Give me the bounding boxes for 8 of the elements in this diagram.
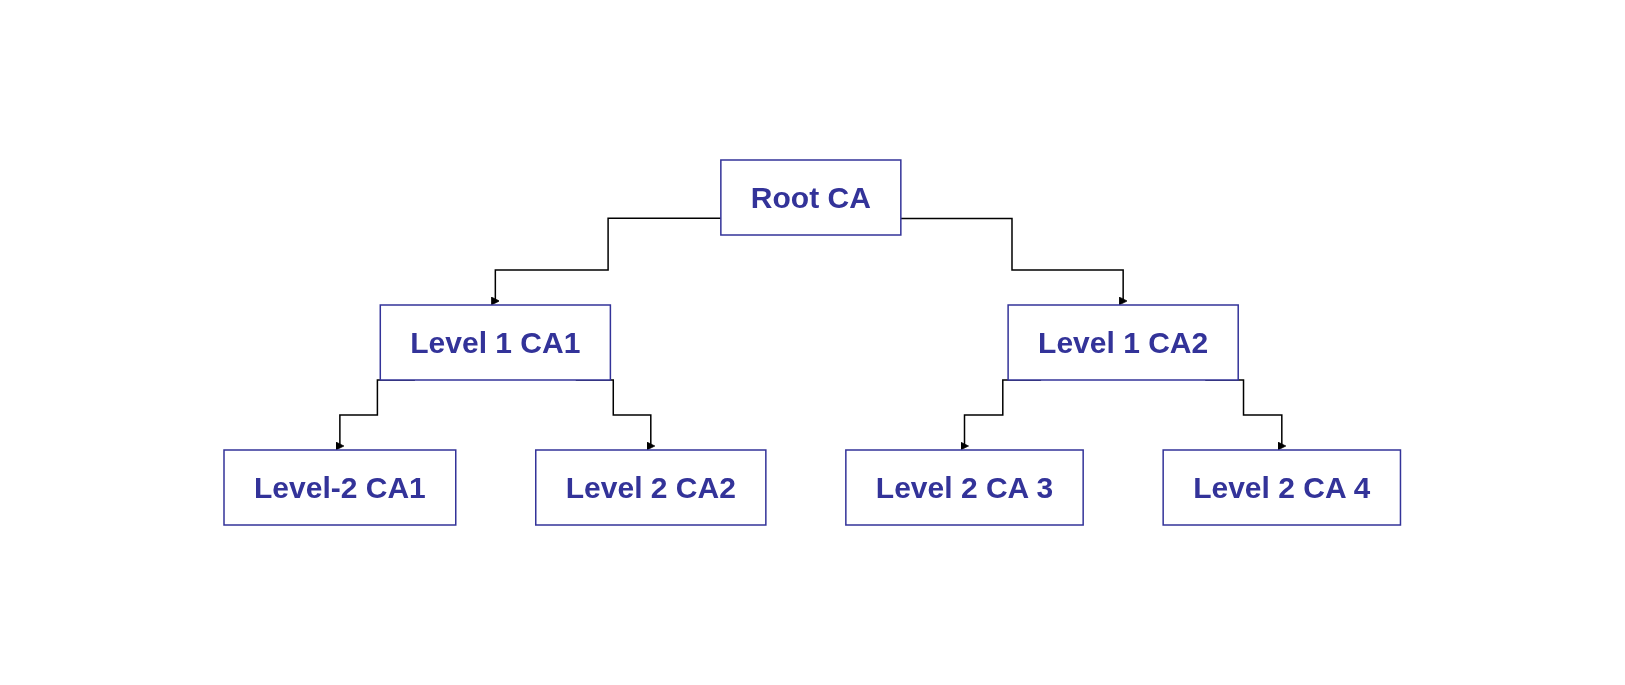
node-box: Level 1 CA1 — [379, 304, 612, 381]
node-box: Level 2 CA2 — [535, 449, 767, 526]
arrow — [491, 217, 722, 306]
node-box: Level 1 CA2 — [1007, 304, 1240, 381]
node-box: Root CA — [720, 159, 902, 236]
node-box: Level 2 CA 4 — [1162, 449, 1402, 526]
node-box: Level 2 CA 3 — [845, 449, 1085, 526]
node-box: Level-2 CA1 — [223, 449, 457, 526]
